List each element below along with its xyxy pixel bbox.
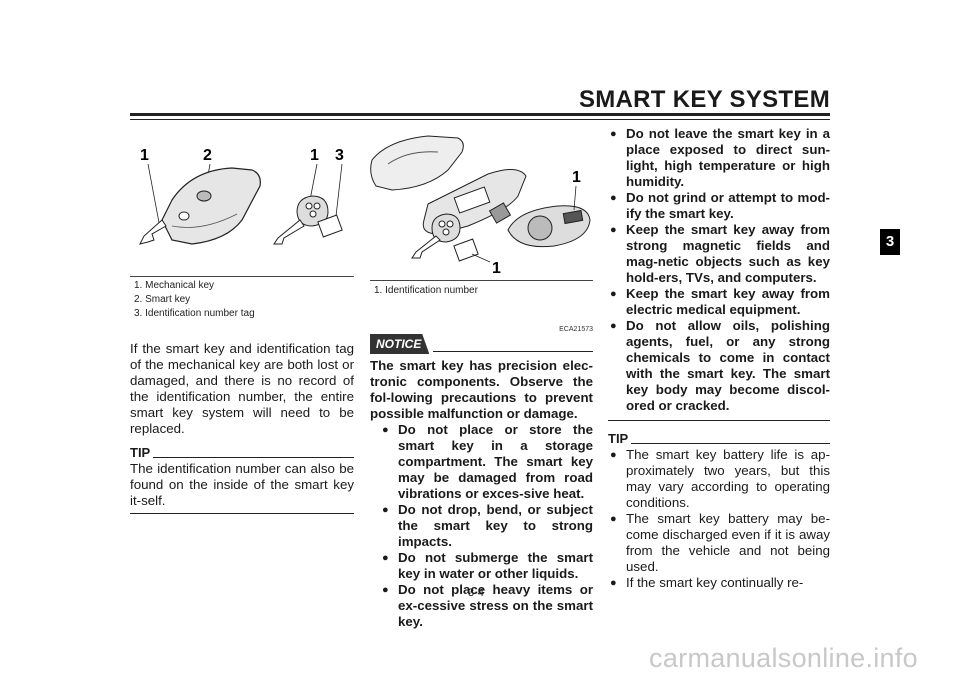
caption-rule <box>370 280 593 281</box>
callout-3: 3 <box>335 147 344 164</box>
tip-label: TIP <box>130 445 151 460</box>
notice-badge: NOTICE <box>370 334 430 354</box>
tip-heading: TIP <box>130 445 354 461</box>
header-rule-thin <box>130 119 830 120</box>
notice-intro: The smart key has precision elec-tronic … <box>370 358 593 421</box>
chapter-tab: 3 <box>880 229 900 255</box>
callout-1-top: 1 <box>572 169 581 186</box>
tip-text: The identification number can also be fo… <box>130 461 354 508</box>
list-item: Do not grind or attempt to mod-ify the s… <box>608 190 830 222</box>
caption-2: 2. Smart key <box>134 294 191 305</box>
tip-end-rule <box>130 513 354 514</box>
column-3: Do not leave the smart key in a place ex… <box>608 126 830 591</box>
notice-end-rule <box>608 420 830 421</box>
tip-heading: TIP <box>608 431 830 447</box>
list-item: If the smart key continually re- <box>608 575 830 591</box>
caption-3: 3. Identification number tag <box>134 308 255 319</box>
list-item: The smart key battery life is ap-proxima… <box>608 447 830 511</box>
watermark-text: carmanualsonline.info <box>649 643 918 673</box>
list-item: Keep the smart key away from electric me… <box>608 286 830 318</box>
list-item: Do not place heavy items or ex-cessive s… <box>380 582 593 630</box>
list-item: Do not drop, bend, or subject the smart … <box>380 502 593 550</box>
column-2: ECA21573 NOTICE The smart key has precis… <box>370 326 593 630</box>
caption-id-number: 1. Identification number <box>374 285 478 296</box>
tip-bullet-list: The smart key battery life is ap-proxima… <box>608 447 830 591</box>
list-item: Do not allow oils, polishing agents, fue… <box>608 318 830 414</box>
caption-rule <box>130 276 354 277</box>
page-number: 3-4 <box>468 587 484 599</box>
notice-bullet-list-continued: Do not leave the smart key in a place ex… <box>608 126 830 414</box>
header-rule-thick <box>130 113 830 116</box>
callout-1b: 1 <box>310 147 319 164</box>
notice-rule <box>433 350 593 352</box>
callout-1a: 1 <box>140 147 149 164</box>
replacement-paragraph: If the smart key and identification tag … <box>130 341 354 436</box>
list-item: Keep the smart key away from strong magn… <box>608 222 830 286</box>
page-title: SMART KEY SYSTEM <box>578 86 830 113</box>
list-item: Do not place or store the smart key in a… <box>380 422 593 502</box>
notice-heading: ECA21573 NOTICE <box>370 326 593 354</box>
smart-key-illustration: 1 2 1 3 <box>139 147 344 245</box>
smart-key-disassembly-illustration: 1 1 <box>370 135 591 275</box>
notice-code: ECA21573 <box>559 326 593 333</box>
list-item: The smart key battery may be-come discha… <box>608 511 830 575</box>
tip-label: TIP <box>608 431 629 446</box>
callout-1-bottom: 1 <box>492 260 501 275</box>
notice-bullet-list: Do not place or store the smart key in a… <box>370 422 593 630</box>
callout-2: 2 <box>203 147 212 164</box>
tip-rule <box>153 457 354 458</box>
tip-rule <box>631 443 830 444</box>
list-item: Do not submerge the smart key in water o… <box>380 550 593 582</box>
caption-1: 1. Mechanical key <box>134 280 215 291</box>
column-1: If the smart key and identification tag … <box>130 341 354 514</box>
list-item: Do not leave the smart key in a place ex… <box>608 126 830 190</box>
